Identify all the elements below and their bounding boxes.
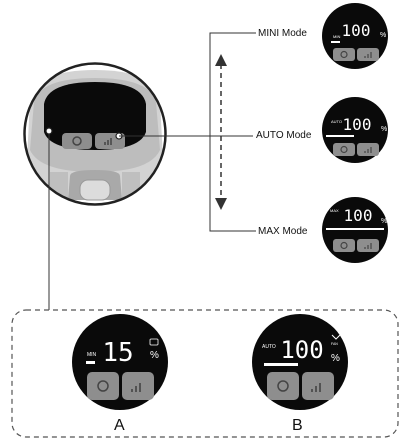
panel-a-power-icon [97, 380, 109, 392]
panel-b-level-bar [264, 363, 298, 366]
panel-b-power-icon [277, 380, 289, 392]
mode-bracket [209, 32, 256, 232]
panel-a-level-bar [86, 361, 95, 364]
auto-power-button [333, 143, 355, 156]
panel-b-letter: B [292, 417, 303, 434]
auto-fan-icon [364, 147, 372, 153]
panel-a-fan-button [122, 372, 154, 400]
mini-tag: MIN [333, 34, 340, 39]
panel-b-fan-button [302, 372, 334, 400]
mini-level-bar [331, 41, 340, 43]
panel-b-unit: % [331, 353, 340, 364]
mini-mode-display: 100 MIN % [322, 3, 388, 69]
auto-power-icon [340, 145, 348, 154]
mini-mode-label: MINI Mode [258, 28, 307, 39]
mini-fan-icon [364, 52, 372, 58]
panel-b-tag: AUTO [262, 344, 276, 350]
mini-power-icon [340, 50, 348, 59]
max-level-bar [326, 228, 384, 230]
panel-b-value: 100 [280, 336, 323, 364]
mini-unit: % [380, 32, 386, 39]
panel-b-power-button [267, 372, 299, 400]
panel-a-power-button [87, 372, 119, 400]
panel-a-fan-icon [131, 383, 141, 392]
panel-b-fan-icon [311, 383, 321, 392]
panel-a-indicator-icon [149, 338, 159, 346]
auto-mode-display: 100 AUTO % [322, 97, 388, 163]
max-power-button [333, 239, 355, 252]
auto-value: 100 [343, 115, 372, 134]
examples-panel [11, 309, 399, 438]
panel-a-value: 15 [102, 338, 133, 368]
mini-power-button [333, 48, 355, 61]
max-mode-display: 100 MAX % [322, 197, 388, 263]
max-mode-label: MAX Mode [258, 226, 308, 237]
auto-tag: AUTO [331, 119, 342, 124]
mini-value: 100 [342, 21, 371, 40]
max-fan-icon [364, 243, 372, 249]
mode-range-arrow [215, 54, 227, 210]
panel-b-corner-tag: FAN [331, 342, 338, 346]
panel-b-fan-symbol-icon [331, 334, 341, 340]
auto-level-bar [326, 135, 354, 137]
panel-a-letter: A [114, 417, 125, 434]
max-unit: % [381, 218, 387, 225]
max-power-icon [340, 241, 348, 250]
panel-a-tag: MIN [87, 352, 97, 358]
auto-unit: % [381, 126, 387, 133]
max-tag: MAX [330, 208, 339, 213]
panel-a-unit: % [150, 350, 159, 361]
max-value: 100 [344, 206, 373, 225]
auto-mode-label: AUTO Mode [256, 130, 312, 141]
device-zoom-circle [23, 62, 167, 206]
panel-b-display: 100 AUTO % FAN [252, 314, 348, 410]
panel-a-display: 15 MIN % [72, 314, 168, 410]
